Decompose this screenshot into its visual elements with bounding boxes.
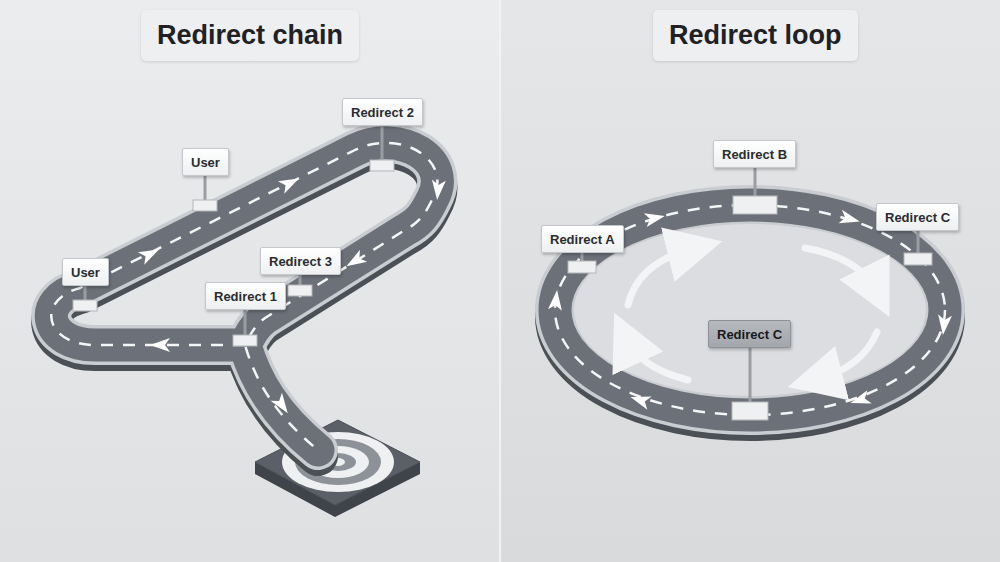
sign-base [568, 261, 596, 273]
road-arrow [644, 209, 666, 227]
sign-base [73, 300, 97, 311]
panel: Redirect chainRedirect 2UserRedirect 3Us… [0, 0, 500, 562]
signpost: Redirect C [708, 320, 791, 348]
road-centerline [51, 143, 437, 450]
sign-label: Redirect 3 [269, 254, 332, 269]
road-arrow [548, 289, 564, 310]
sign-label: Redirect C [717, 327, 782, 342]
sign-label: Redirect B [722, 147, 787, 162]
signpost: User [62, 258, 109, 286]
signpost: Redirect 1 [205, 282, 286, 310]
sign-base [193, 200, 217, 211]
signpost: Redirect A [541, 225, 624, 253]
signpost: User [182, 148, 229, 176]
loop-arrow [815, 332, 877, 380]
signpost: Redirect B [713, 140, 796, 168]
signpost: Redirect 3 [260, 247, 341, 275]
road-arrow [430, 179, 446, 200]
sign-base [733, 196, 777, 214]
road-arrow [343, 250, 367, 272]
sign-label: Redirect C [885, 210, 950, 225]
loop-arrow [626, 338, 688, 380]
sign-base [370, 160, 394, 171]
divider [499, 0, 501, 562]
sign-label: User [191, 155, 220, 170]
road-arrow [278, 172, 302, 194]
panel-heading: Redirect loop [653, 10, 858, 61]
road-arrow [150, 338, 170, 352]
sign-base [233, 335, 257, 346]
sign-label: Redirect 1 [214, 289, 277, 304]
panel: Redirect loopRedirect B Redirect A Redirec… [500, 0, 1000, 562]
loop-arrow [805, 248, 877, 292]
sign-pole [381, 122, 384, 165]
signpost: Redirect 2 [342, 98, 423, 126]
sign-label: Redirect 2 [351, 105, 414, 120]
sign-label: User [71, 265, 100, 280]
road-arrow [848, 390, 871, 409]
sign-base [904, 253, 932, 265]
signpost: Redirect C [876, 203, 959, 231]
loop-arrow [628, 248, 695, 305]
road-arrow [839, 210, 862, 228]
road-rim [51, 143, 437, 450]
road-arrow [628, 390, 651, 409]
road-arrow [271, 393, 294, 417]
road [51, 143, 437, 450]
road-arrow [936, 314, 952, 335]
sign-base [288, 285, 312, 296]
panel-heading: Redirect chain [141, 10, 359, 61]
sign-base [732, 402, 768, 420]
sign-label: Redirect A [550, 232, 615, 247]
road-arrow [138, 243, 162, 265]
